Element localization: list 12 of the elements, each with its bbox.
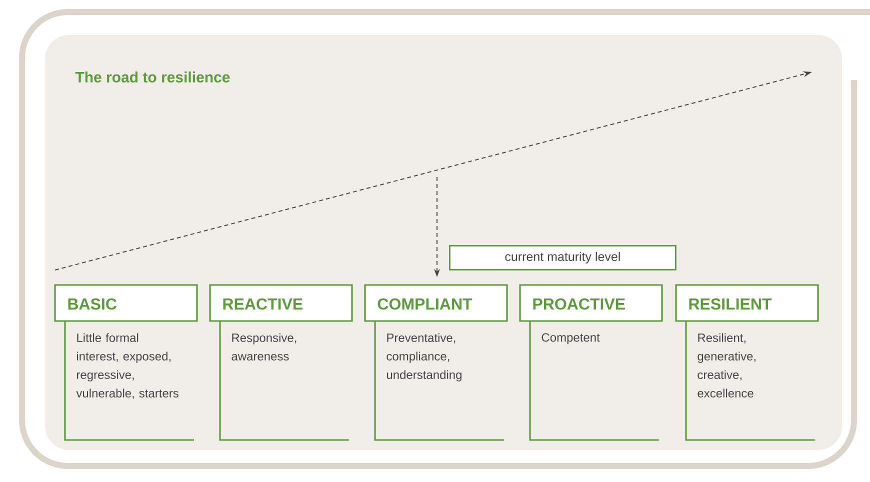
title: The road to resilience bbox=[75, 72, 230, 82]
level-box: BASIC Little formal interest, exposed, regressive, vulnerable, starters bbox=[54, 284, 198, 441]
node-label: Resilient, generative, creative, excellence bbox=[698, 333, 756, 398]
level-box: COMPLIANT Preventative, compliance, understanding bbox=[364, 284, 508, 441]
node-label: Competent bbox=[542, 333, 600, 344]
node-label: Responsive, awareness bbox=[232, 333, 296, 361]
level-box: RESILIENT Resilient, generative, creative, excellence bbox=[675, 284, 819, 441]
level-box: REACTIVE Responsive, awareness bbox=[209, 284, 353, 441]
node-label: Little formal interest, exposed, regressive, vulnerable, starters bbox=[76, 333, 178, 399]
level-box: PROACTIVE Competent bbox=[519, 284, 663, 441]
node-label: Preventative, compliance, understanding bbox=[386, 333, 462, 382]
callout-box: current maturity level bbox=[449, 245, 676, 270]
